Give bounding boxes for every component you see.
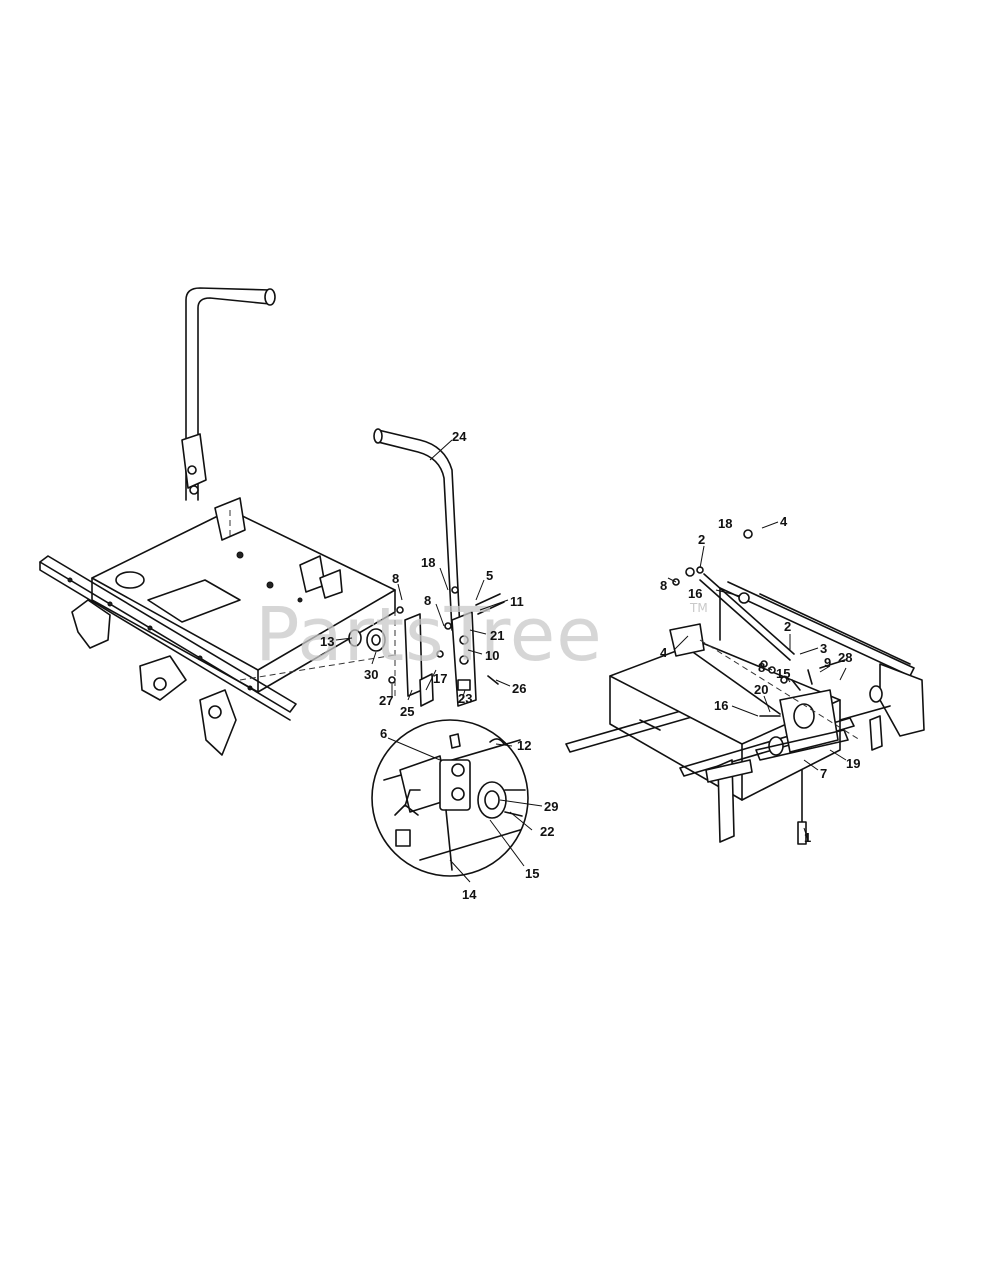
callout-13: 13 <box>320 634 334 649</box>
callout-24: 24 <box>452 429 467 444</box>
callout-leaders <box>335 439 847 883</box>
callout-12: 12 <box>517 738 531 753</box>
callout-11: 11 <box>510 594 524 609</box>
callout-18: 18 <box>421 555 435 570</box>
callout-2: 2 <box>698 532 705 547</box>
callout-9: 9 <box>824 655 831 670</box>
callout-labels: 24 18 8 8 5 11 21 13 10 30 17 23 26 27 2… <box>320 429 860 902</box>
callout-7: 7 <box>820 766 827 781</box>
callout-27: 27 <box>379 693 393 708</box>
watermark-tm: TM <box>689 601 708 615</box>
callout-10: 10 <box>485 648 499 663</box>
callout-8: 8 <box>392 571 399 586</box>
callout-8: 8 <box>758 660 765 675</box>
callout-18: 18 <box>718 516 732 531</box>
callout-29: 29 <box>544 799 558 814</box>
callout-8: 8 <box>424 593 431 608</box>
detail-circle <box>371 719 529 877</box>
callout-2: 2 <box>784 619 791 634</box>
callout-19: 19 <box>846 756 860 771</box>
callout-1: 1 <box>804 830 811 845</box>
callout-6: 6 <box>380 726 387 741</box>
callout-15: 15 <box>776 666 790 681</box>
callout-8: 8 <box>660 578 667 593</box>
callout-4: 4 <box>660 645 668 660</box>
callout-22: 22 <box>540 824 554 839</box>
callout-25: 25 <box>400 704 414 719</box>
callout-17: 17 <box>433 671 447 686</box>
callout-20: 20 <box>754 682 768 697</box>
callout-16: 16 <box>688 586 702 601</box>
watermark-text: PartsTree <box>255 592 603 678</box>
right-frame-assembly <box>565 529 925 845</box>
callout-21: 21 <box>490 628 504 643</box>
callout-30: 30 <box>364 667 378 682</box>
callout-15: 15 <box>525 866 539 881</box>
callout-26: 26 <box>512 681 526 696</box>
callout-14: 14 <box>462 887 477 902</box>
callout-23: 23 <box>458 691 472 706</box>
left-frame-assembly <box>39 287 396 756</box>
callout-28: 28 <box>838 650 852 665</box>
callout-4: 4 <box>780 514 788 529</box>
callout-16: 16 <box>714 698 728 713</box>
watermark: PartsTree TM <box>255 592 708 678</box>
callout-5: 5 <box>486 568 493 583</box>
callout-3: 3 <box>820 641 827 656</box>
